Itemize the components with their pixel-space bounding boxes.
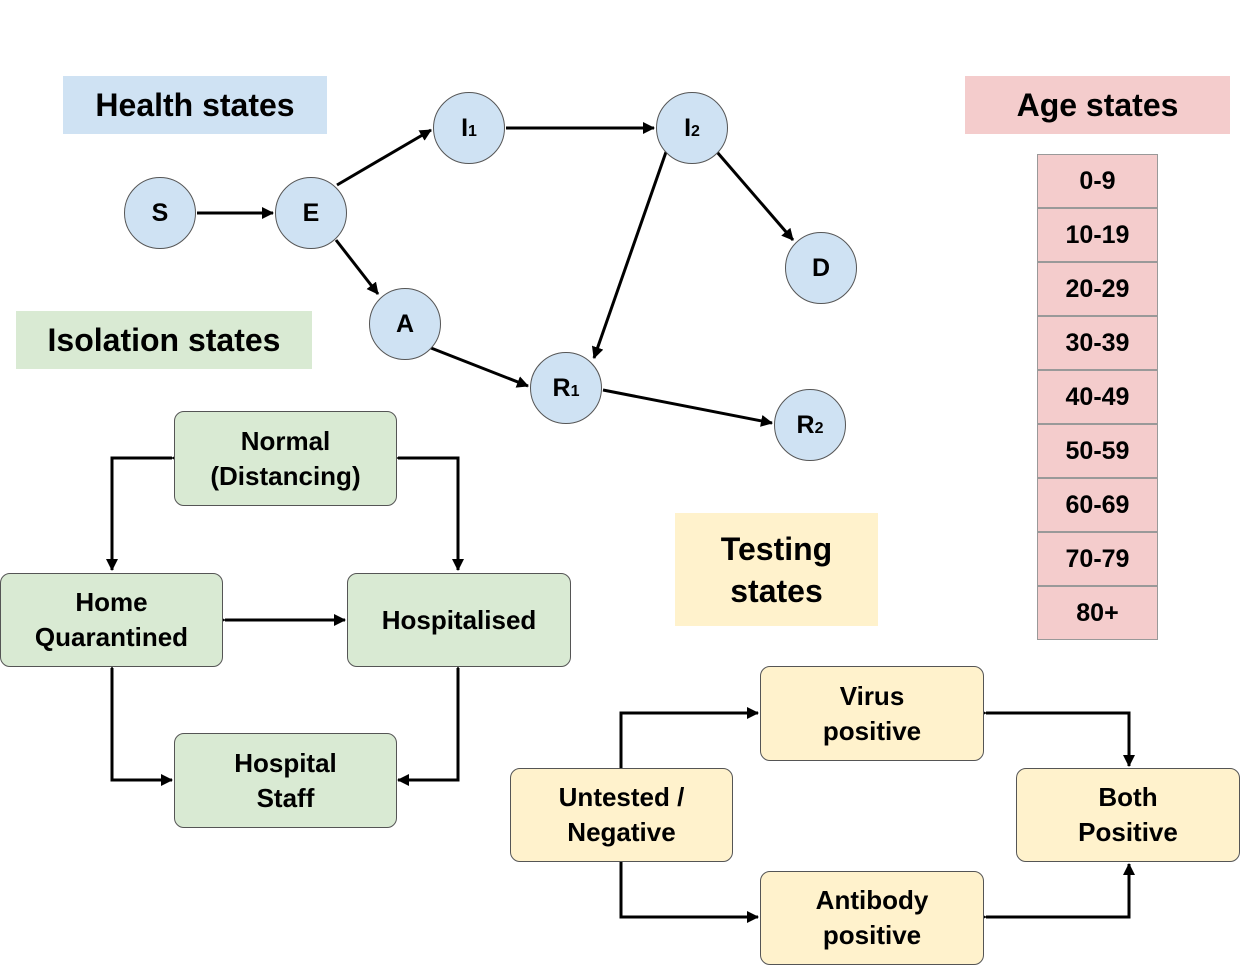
age-group-cell: 10-19: [1037, 208, 1158, 262]
health-node-e: E: [275, 177, 347, 249]
edge-e-i1: [336, 128, 432, 187]
edge-e-a: [334, 239, 380, 295]
isolation-home-box: Home Quarantined: [0, 573, 223, 667]
age-group-cell: 60-69: [1037, 478, 1158, 532]
health-node-d: D: [785, 232, 857, 304]
age-group-cell: 30-39: [1037, 316, 1158, 370]
age-group-cell: 20-29: [1037, 262, 1158, 316]
testing-antibody-box: Antibody positive: [760, 871, 984, 965]
edge-virus-both: [975, 707, 1135, 767]
testing-both-box: Both Positive: [1016, 768, 1240, 862]
edge-untested-antibody: [619, 862, 759, 923]
edge-a-r1: [430, 346, 529, 388]
age-group-cell: 80+: [1037, 586, 1158, 640]
isolation-staff-box: Hospital Staff: [174, 733, 397, 828]
age-states-title: Age states: [965, 76, 1230, 134]
edge-untested-virus: [619, 707, 759, 768]
edge-home-staff: [106, 657, 173, 786]
edge-antibody-both: [975, 863, 1135, 923]
edge-i2-d: [715, 151, 795, 241]
age-group-cell: 0-9: [1037, 154, 1158, 208]
edge-hospitalised-staff: [397, 657, 464, 786]
health-node-s: S: [124, 177, 196, 249]
testing-states-title: Testing states: [675, 513, 878, 626]
edge-normal-hospitalised: [387, 452, 464, 571]
testing-virus-box: Virus positive: [760, 666, 984, 761]
edge-normal-home: [106, 452, 183, 571]
isolation-normal-box: Normal (Distancing): [174, 411, 397, 506]
isolation-states-title: Isolation states: [16, 311, 312, 369]
age-group-cell: 40-49: [1037, 370, 1158, 424]
health-states-title: Health states: [63, 76, 327, 134]
edge-i2-r1: [591, 151, 668, 359]
age-group-cell: 50-59: [1037, 424, 1158, 478]
age-group-cell: 70-79: [1037, 532, 1158, 586]
isolation-hospitalised-box: Hospitalised: [347, 573, 571, 667]
health-node-a: A: [369, 288, 441, 360]
testing-untested-box: Untested / Negative: [510, 768, 733, 862]
edge-r1-r2: [602, 388, 773, 427]
